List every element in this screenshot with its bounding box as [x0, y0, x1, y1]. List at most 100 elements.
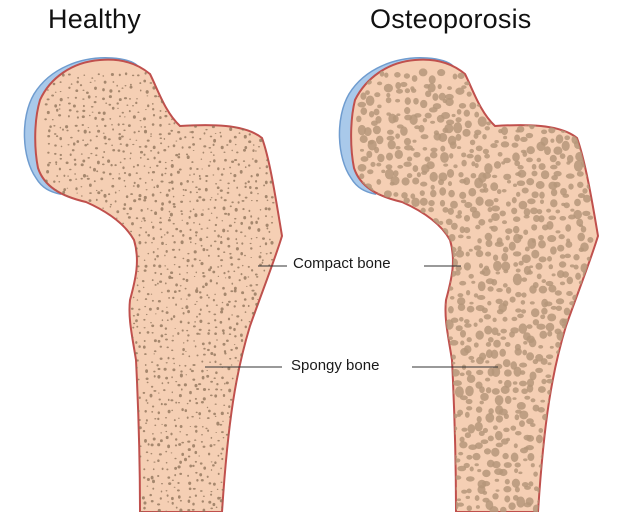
- bone-pore: [504, 93, 509, 97]
- bone-pore: [123, 324, 127, 328]
- bone-pore: [387, 248, 392, 252]
- bone-pore: [540, 453, 547, 460]
- bone-pore: [103, 360, 106, 362]
- bone-pore: [396, 292, 402, 296]
- bone-pore: [49, 267, 52, 269]
- bone-pore: [97, 235, 101, 237]
- bone-pore: [491, 279, 498, 286]
- bone-pore: [83, 345, 86, 347]
- bone-pore: [400, 340, 407, 346]
- bone-pore: [405, 359, 411, 365]
- bone-pore: [499, 348, 506, 357]
- bone-pore: [80, 234, 82, 238]
- bone-pore: [79, 84, 83, 87]
- bone-pore: [474, 154, 482, 163]
- bone-pore: [379, 70, 385, 77]
- bone-pore: [258, 82, 261, 86]
- bone-pore: [112, 431, 115, 434]
- bone-pore: [90, 291, 92, 294]
- bone-pore: [100, 312, 103, 315]
- bone-pore: [58, 229, 61, 233]
- bone-pore: [553, 146, 563, 155]
- bone-pore: [124, 474, 128, 478]
- bone-pore: [457, 502, 464, 507]
- bone-pore: [156, 364, 159, 367]
- bone-pore: [382, 430, 391, 440]
- bone-pore: [205, 120, 210, 124]
- bone-pore: [469, 102, 477, 110]
- bone-pore: [87, 278, 90, 280]
- bone-pore: [465, 290, 471, 296]
- bone-pore: [379, 278, 385, 286]
- bone-pore: [269, 180, 273, 184]
- bone-pore: [53, 264, 57, 268]
- bone-pore: [228, 326, 232, 330]
- bone-pore: [220, 173, 224, 176]
- bone-pore: [381, 386, 391, 395]
- bone-pore: [81, 123, 85, 127]
- bone-pore: [118, 235, 121, 237]
- bone-pore: [494, 430, 503, 441]
- bone-pore: [58, 167, 62, 171]
- bone-pore: [240, 252, 244, 256]
- bone-pore: [109, 89, 113, 93]
- bone-pore: [206, 227, 209, 229]
- bone-pore: [67, 301, 70, 305]
- bone-pore: [508, 502, 516, 511]
- bone-pore: [48, 161, 52, 164]
- bone-pore: [189, 210, 192, 213]
- bone-pore: [217, 234, 220, 238]
- bone-pore: [114, 164, 117, 167]
- bone-pore: [97, 111, 101, 115]
- bone-pore: [89, 192, 92, 194]
- bone-pore: [463, 214, 471, 222]
- bone-pore: [136, 501, 140, 506]
- bone-pore: [255, 71, 259, 75]
- bone-pore: [386, 92, 391, 98]
- bone-pore: [98, 479, 101, 483]
- bone-pore: [89, 81, 92, 84]
- bone-pore: [376, 457, 384, 463]
- bone-pore: [269, 460, 272, 462]
- bone-pore: [433, 357, 440, 364]
- compact-bone-label: Compact bone: [293, 255, 391, 272]
- bone-pore: [143, 195, 147, 200]
- bone-pore: [390, 176, 400, 186]
- bone-pore: [80, 153, 83, 155]
- bone-pore: [272, 201, 275, 204]
- bone-pore: [538, 102, 544, 107]
- bone-pore: [548, 284, 557, 293]
- bone-pore: [45, 391, 49, 395]
- bone-pore: [237, 426, 240, 430]
- bone-pore: [561, 395, 571, 405]
- bone-pore: [233, 173, 237, 178]
- bone-pore: [67, 175, 69, 177]
- bone-pore: [447, 86, 452, 91]
- bone-pore: [159, 439, 163, 443]
- bone-pore: [212, 298, 215, 302]
- bone-pore: [198, 259, 201, 262]
- bone-pore: [184, 189, 187, 192]
- bone-pore: [441, 506, 450, 512]
- bone-pore: [104, 124, 107, 128]
- bone-pore: [165, 510, 167, 512]
- osteoporosis-femur: [338, 57, 600, 512]
- bone-pore: [198, 412, 202, 416]
- bone-pore: [557, 244, 565, 252]
- bone-pore: [227, 366, 231, 371]
- bone-pore: [431, 326, 437, 331]
- bone-pore: [575, 444, 582, 450]
- bone-pore: [51, 504, 54, 507]
- bone-pore: [212, 174, 215, 176]
- bone-pore: [103, 151, 106, 153]
- bone-pore: [430, 450, 440, 462]
- bone-pore: [536, 157, 542, 163]
- bone-pore: [68, 303, 71, 306]
- bone-pore: [168, 123, 171, 125]
- bone-pore: [128, 489, 131, 492]
- bone-pore: [270, 116, 274, 119]
- bone-pore: [230, 348, 233, 351]
- bone-pore: [424, 112, 432, 119]
- bone-pore: [138, 193, 142, 198]
- bone-pore: [172, 357, 175, 360]
